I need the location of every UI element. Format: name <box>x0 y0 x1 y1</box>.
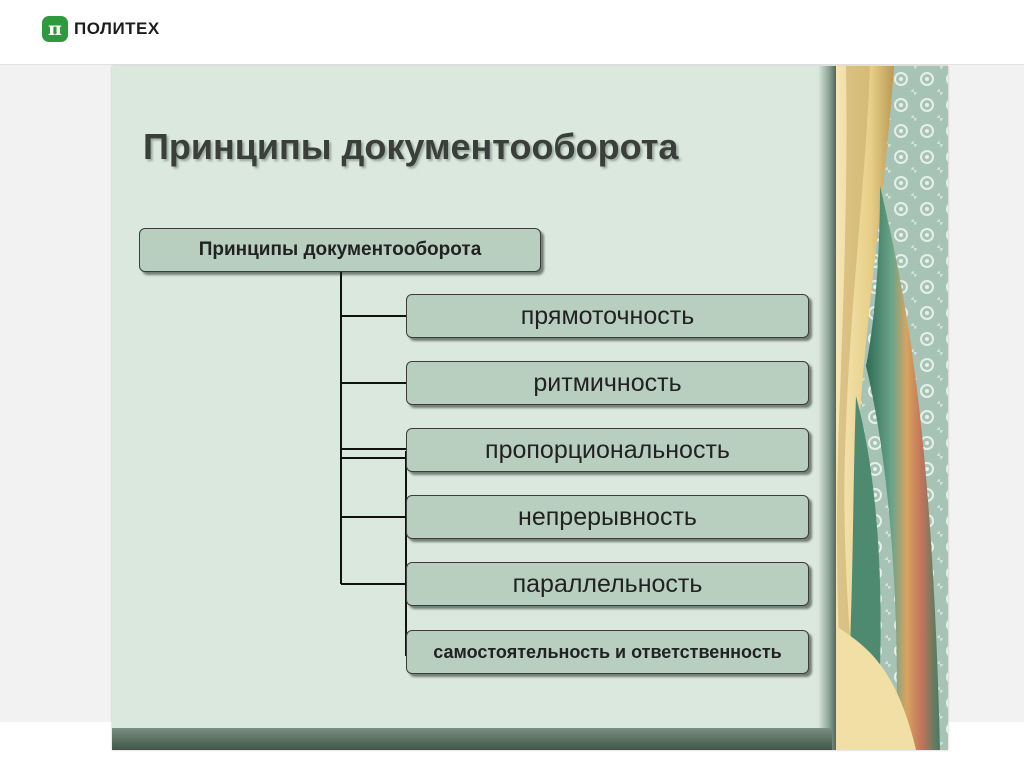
diagram-item-box: ритмичность <box>406 361 809 405</box>
slide-page-edge <box>818 66 836 750</box>
site-header: π ПОЛИТЕХ <box>0 0 1024 65</box>
presentation-slide: Принципы документооборота Принципы докум… <box>112 66 948 750</box>
decorative-drapery-image <box>836 66 948 750</box>
diagram-item-box: параллельность <box>406 562 809 606</box>
diagram-item-box: пропорциональность <box>406 428 809 472</box>
diagram-root-box: Принципы документооборота <box>139 228 541 272</box>
logo-mark-icon: π <box>42 16 68 42</box>
diagram-item-box: самостоятельность и ответственность <box>406 630 809 674</box>
slide-floor-shadow <box>112 728 832 750</box>
diagram-item-box: прямоточность <box>406 294 809 338</box>
logo-text: ПОЛИТЕХ <box>74 19 160 38</box>
diagram-connectors <box>340 272 407 656</box>
slide-title: Принципы документооборота <box>143 126 679 167</box>
politech-logo[interactable]: π ПОЛИТЕХ <box>42 16 160 42</box>
diagram-item-box: непрерывность <box>406 495 809 539</box>
